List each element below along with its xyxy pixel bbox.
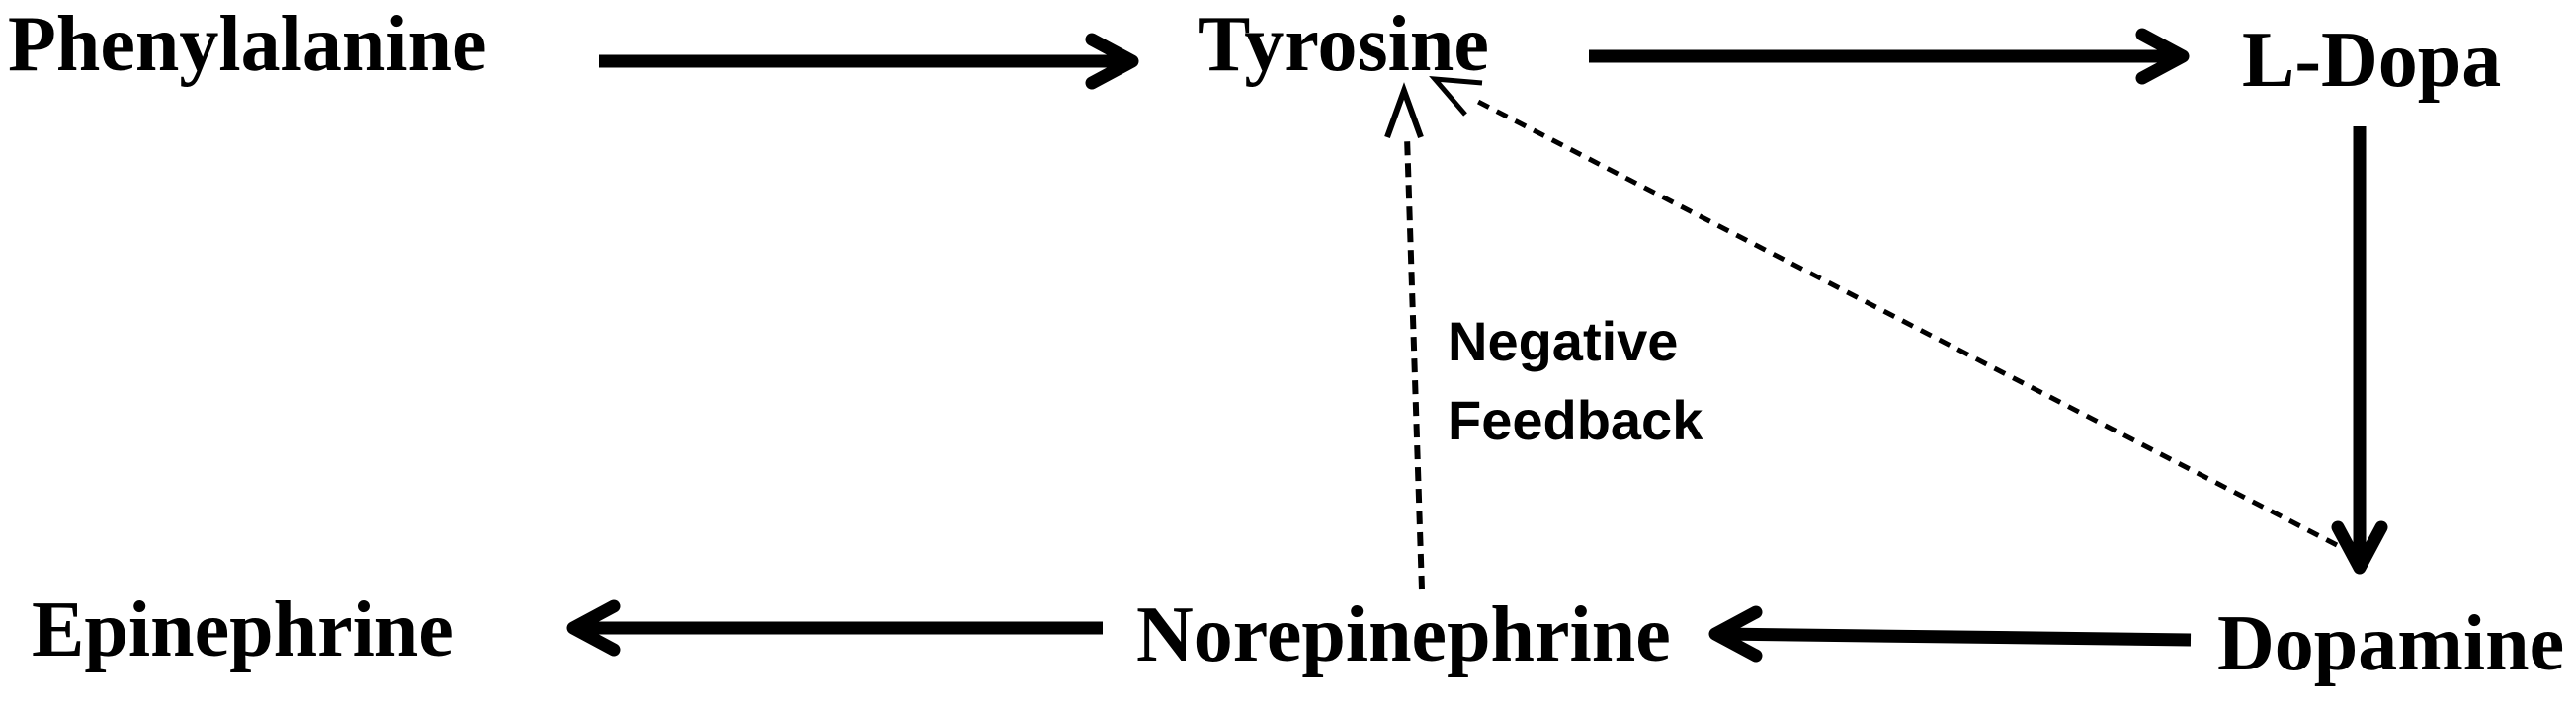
arrowhead	[2135, 28, 2190, 85]
edge-ldopa-dopamine	[2331, 126, 2388, 575]
node-tyrosine: Tyrosine	[1198, 1, 1489, 88]
negative-feedback-line2: Feedback	[1448, 389, 1703, 451]
arrowhead	[1708, 605, 1763, 663]
edge-phenylalanine-tyrosine	[599, 33, 1139, 90]
arrowhead	[2331, 520, 2388, 575]
node-phenylalanine: Phenylalanine	[8, 1, 487, 88]
open-arrowhead	[1384, 82, 1424, 139]
arrow-shaft	[1718, 627, 2192, 647]
edge-tyrosine-ldopa	[1589, 28, 2190, 85]
edge-dopamine-norepinephrine	[1708, 605, 2192, 663]
node-norepinephrine: Norepinephrine	[1136, 591, 1671, 678]
open-arrowhead	[1429, 76, 1483, 117]
node-l-dopa: L-Dopa	[2242, 17, 2502, 104]
arrowhead	[1085, 33, 1139, 90]
negative-feedback-annotation: Negative Feedback	[1448, 302, 1703, 460]
dashed-arrow-shaft	[1476, 99, 2339, 548]
negative-feedback-line1: Negative	[1448, 310, 1679, 372]
arrowhead	[566, 599, 621, 657]
node-epinephrine: Epinephrine	[32, 587, 454, 673]
edge-norepinephrine-tyrosine-feedback	[1384, 82, 1425, 590]
node-dopamine: Dopamine	[2217, 600, 2565, 687]
dashed-arrow-shaft	[1404, 135, 1425, 590]
edge-norepinephrine-epinephrine	[566, 599, 1103, 657]
edge-dopamine-tyrosine-feedback	[1429, 76, 2339, 548]
